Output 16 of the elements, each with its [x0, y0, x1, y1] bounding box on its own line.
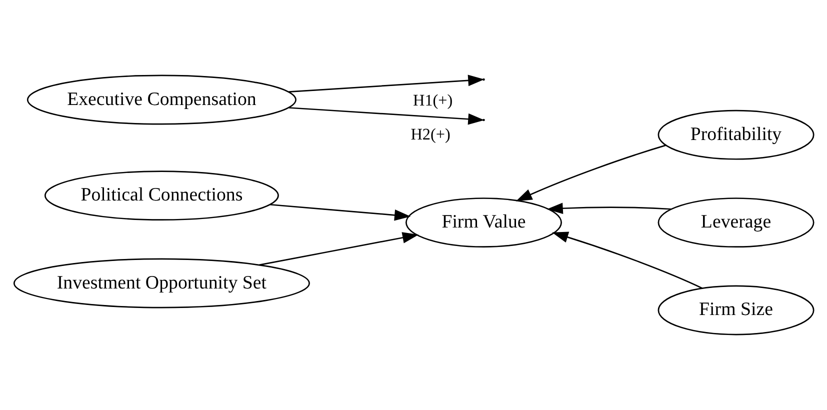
arrow	[270, 204, 410, 221]
edge-label: H2(+)	[410, 126, 450, 144]
node-ellipse: Firm Value	[404, 198, 562, 248]
arrow	[546, 202, 671, 214]
node-ellipse: Firm Size	[657, 285, 814, 336]
arrow	[288, 107, 484, 125]
arrow	[515, 144, 666, 202]
node-ellipse: Executive Compensation	[26, 74, 296, 125]
node-ellipse: Leverage	[657, 198, 814, 248]
arrow	[551, 232, 702, 289]
node-ellipse: Investment Opportunity Set	[12, 258, 310, 308]
arrow	[258, 232, 418, 266]
edge-label: H1(+)	[412, 92, 452, 110]
arrow	[288, 74, 484, 92]
node-ellipse: Profitability	[657, 110, 814, 160]
node-ellipse: Political Connections	[44, 170, 278, 221]
